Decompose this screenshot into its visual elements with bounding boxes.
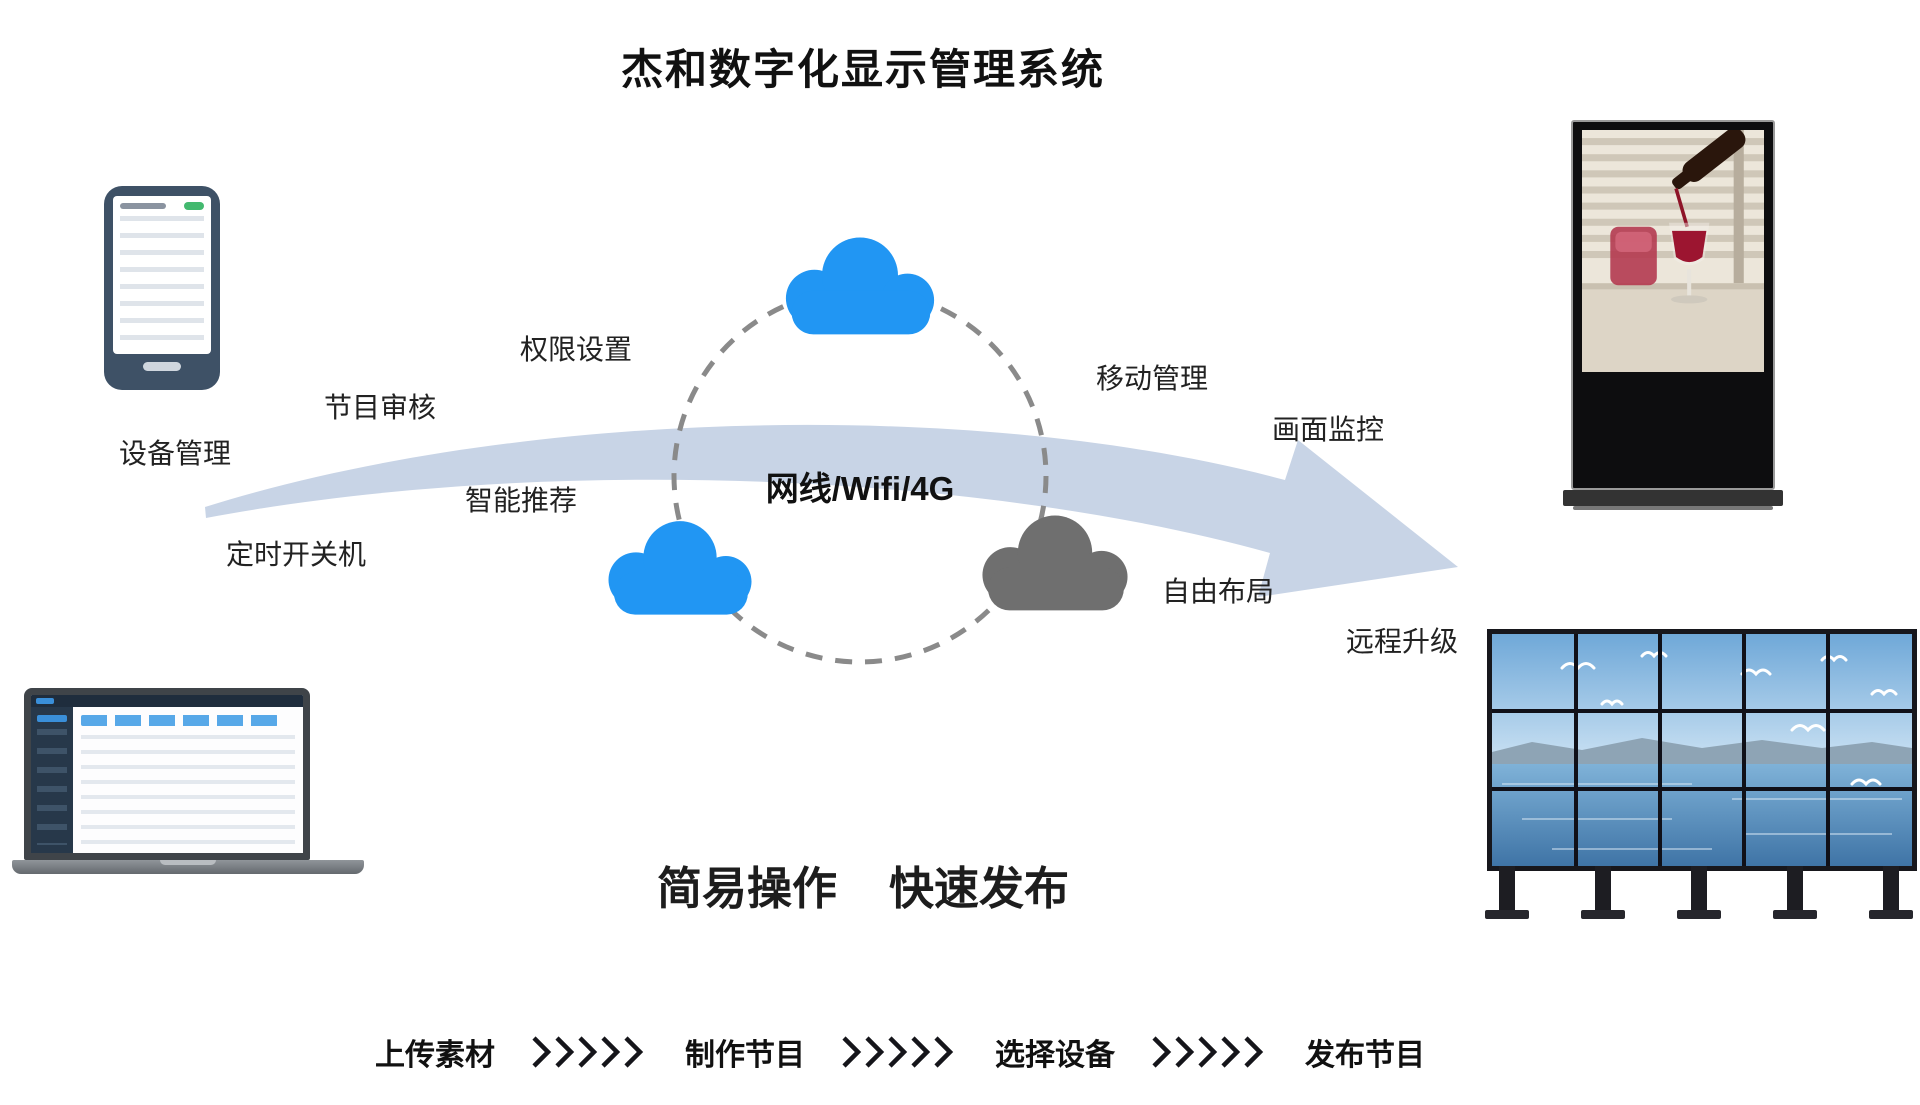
page-title: 杰和数字化显示管理系统	[620, 46, 1105, 93]
cloud-shape	[982, 515, 1128, 611]
feature-permission-setting: 权限设置	[520, 334, 633, 365]
mountains	[1492, 738, 1912, 768]
wine-glass	[1671, 230, 1707, 263]
window-blinds	[1582, 138, 1764, 259]
signage-kiosk-illustration	[1571, 120, 1775, 490]
feature-scheduled-power: 定时开关机	[226, 539, 367, 570]
wine-bottle	[1672, 130, 1746, 190]
feature-program-review: 节目审核	[324, 392, 437, 423]
wall-leg	[1581, 866, 1625, 919]
workflow-step-select: 选择设备	[995, 1039, 1115, 1072]
water-streaks	[1502, 783, 1902, 850]
workflow-step-create: 制作节目	[685, 1039, 805, 1072]
laptop-app-table	[73, 707, 303, 853]
laptop-app-topbar	[31, 695, 303, 707]
laptop-base	[12, 860, 364, 874]
chevron-arrows-icon	[1152, 1036, 1264, 1068]
cloud-shape	[608, 521, 752, 615]
slogan-right: 快速发布	[889, 863, 1070, 914]
feature-free-layout: 自由布局	[1162, 576, 1275, 607]
feature-remote-upgrade: 远程升级	[1346, 626, 1459, 657]
mobile-device-illustration	[104, 186, 220, 390]
feature-smart-recommendation: 智能推荐	[465, 485, 578, 516]
workflow-step-publish: 发布节目	[1305, 1039, 1425, 1072]
phone-header-bar	[120, 203, 166, 209]
laptop-illustration	[12, 688, 364, 874]
slogan: 简易操作 快速发布	[563, 852, 1163, 917]
phone-home-button	[143, 362, 181, 371]
feature-screen-monitoring: 画面监控	[1272, 414, 1385, 445]
laptop-app-sidebar	[31, 707, 73, 853]
kiosk-base	[1563, 490, 1783, 510]
video-wall-legs	[1485, 866, 1913, 919]
wall-leg	[1485, 866, 1529, 919]
wall-leg	[1677, 866, 1721, 919]
chevron-arrows-icon	[532, 1036, 644, 1068]
kiosk-screen	[1582, 130, 1764, 372]
phone-screen	[113, 196, 211, 354]
cloud-top-icon	[785, 237, 935, 335]
wall-bezels	[1492, 634, 1912, 866]
workflow-bar: 上传素材 制作节目 选择设备 发布节目	[0, 1030, 1920, 1074]
laptop-screen	[24, 688, 310, 860]
workflow-step-upload: 上传素材	[375, 1039, 495, 1072]
feature-device-management: 设备管理	[119, 438, 232, 469]
cloud-bottom-left-icon	[608, 521, 752, 615]
feature-mobile-management: 移动管理	[1096, 363, 1209, 394]
wine-stream	[1674, 187, 1689, 228]
chevron-arrows-icon	[842, 1036, 954, 1068]
wall-leg	[1869, 866, 1913, 919]
network-type-label: 网线/Wifi/4G	[765, 470, 955, 507]
lake-birds-image	[1492, 634, 1912, 866]
slogan-left: 简易操作	[656, 863, 837, 914]
video-wall-illustration	[1487, 629, 1917, 871]
cloud-shape	[785, 237, 935, 335]
lake-water	[1492, 764, 1912, 866]
cloud-bottom-right-icon	[982, 515, 1128, 611]
wine-pouring-image	[1582, 130, 1764, 372]
wall-leg	[1773, 866, 1817, 919]
